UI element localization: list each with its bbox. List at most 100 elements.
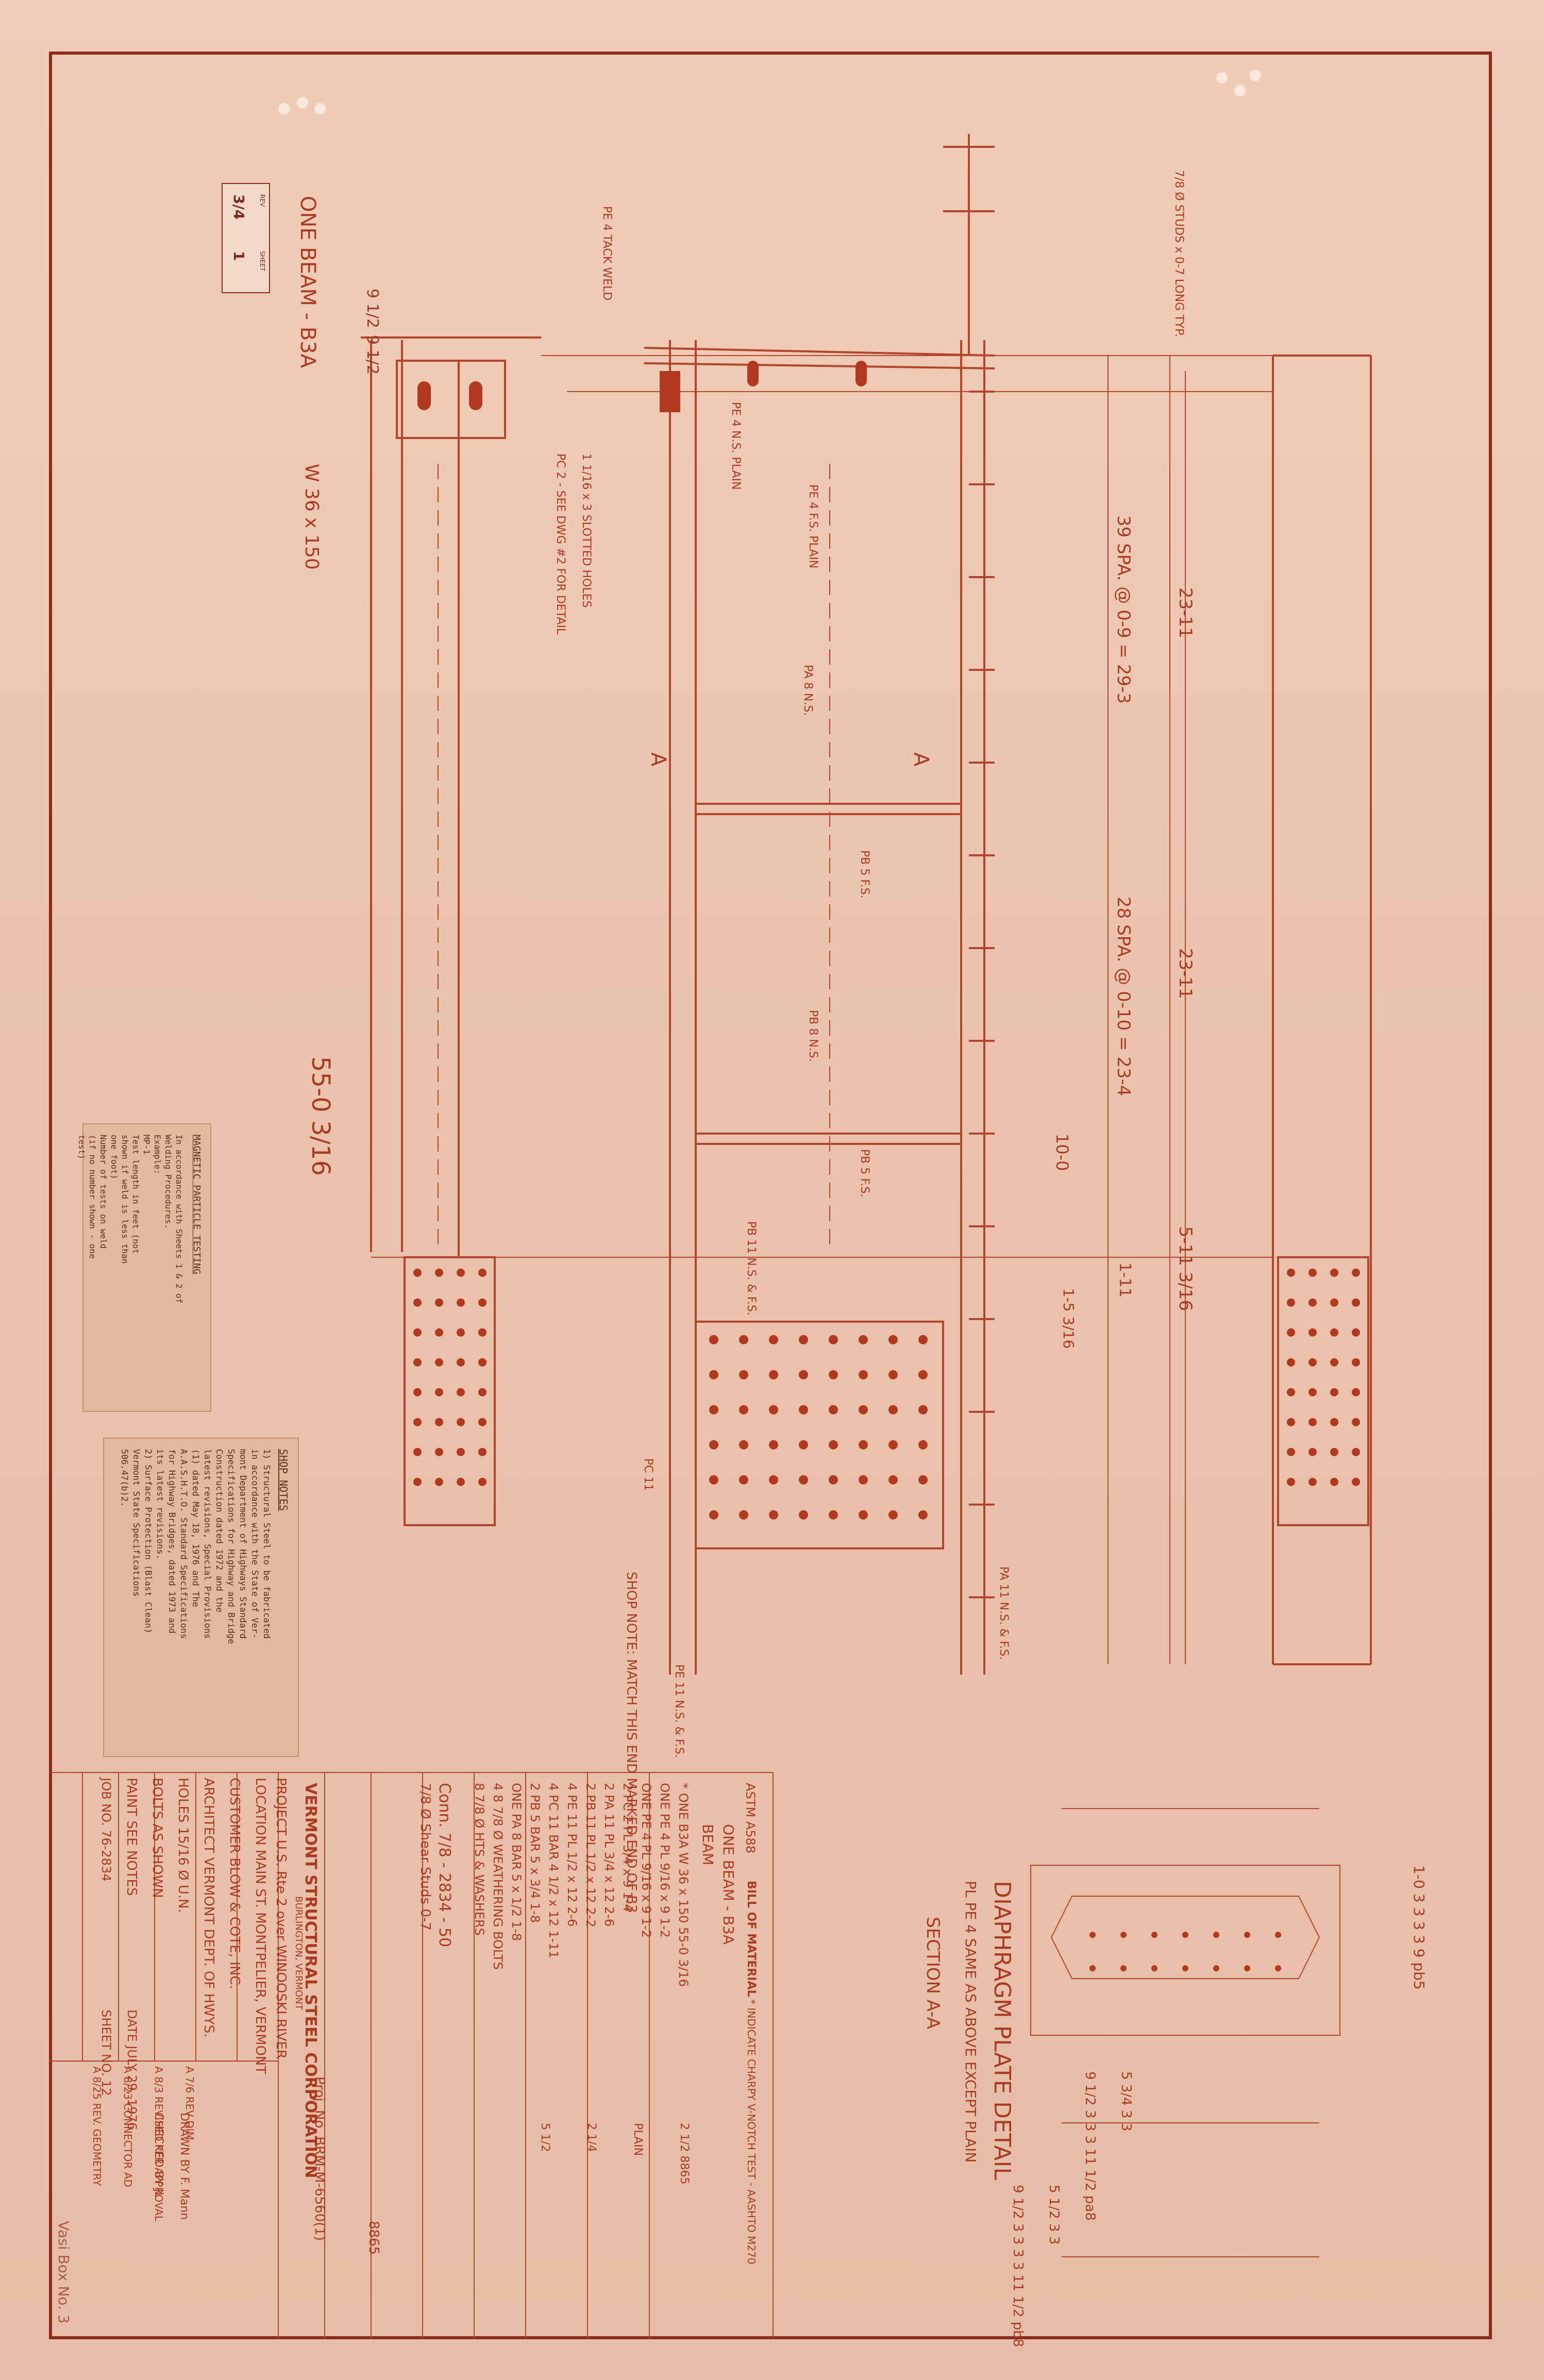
shop-note-line: 2) Surface Protection (Blast Clean) xyxy=(143,1449,153,1634)
bolt-hole xyxy=(1352,1328,1360,1337)
bill-row: 2 PB 5 BAR 5 x 3/4 1-8 xyxy=(528,1783,542,1923)
magnetic-note-line: shown if weld is less than xyxy=(120,1135,130,1264)
title-customer: CUSTOMER BLOW & COTE, INC. xyxy=(227,1778,242,1989)
piece-pb8: PB 8 N.S. xyxy=(807,1010,819,1062)
title-location: LOCATION MAIN ST. MONTPELIER, VERMONT xyxy=(253,1778,268,2074)
bolt-hole xyxy=(478,1358,486,1366)
piece-pe4-fs: PE 4 F.S. PLAIN xyxy=(807,484,819,569)
title-holes: HOLES 15/16 Ø U.N. xyxy=(175,1778,191,1913)
piece-pe4-tack: PE 4 TACK WELD xyxy=(600,206,613,301)
bolt-hole xyxy=(435,1478,443,1486)
bill-row: 2 PC 2 PL 3/4 x 9 1-4 xyxy=(620,1783,635,1912)
bolt-hole xyxy=(888,1335,898,1344)
bolt-hole xyxy=(1275,1932,1281,1938)
bolt-hole xyxy=(1352,1358,1360,1366)
bill-row: * ONE B3A W 36 x 150 55-0 3/16 xyxy=(676,1783,691,1987)
bolt-hole xyxy=(888,1405,898,1414)
shop-note-line: A.A.S.H.T.O. Standard Specifications xyxy=(178,1449,189,1639)
bill-row: ONE PE 4 PL 9/16 x 9 1-2 xyxy=(639,1783,653,1938)
bolt-hole xyxy=(478,1388,486,1396)
beam-section: W 36 x 150 xyxy=(301,464,322,570)
bolt-hole xyxy=(1151,1932,1157,1938)
bolt-hole xyxy=(918,1510,928,1520)
bolt-hole xyxy=(1352,1448,1360,1456)
bolt-hole xyxy=(435,1448,443,1456)
bolt-hole xyxy=(457,1328,465,1337)
bolt-hole xyxy=(829,1475,838,1484)
bolt-hole xyxy=(709,1405,718,1414)
bolt-hole xyxy=(1089,1965,1096,1971)
bolt-hole xyxy=(1151,1965,1157,1971)
bolt-hole xyxy=(739,1405,748,1414)
magnetic-note-line: Test length in feet (not xyxy=(131,1135,141,1254)
bill-row: 4 PC 11 BAR 4 1/2 x 12 1-11 xyxy=(546,1783,561,1959)
bolt-hole xyxy=(457,1298,465,1307)
bolt-hole xyxy=(1308,1328,1317,1337)
bolt-hole xyxy=(1244,1932,1250,1938)
proj-no: Proj. No. BRM-M-6560(1) xyxy=(312,2077,327,2241)
bolt-hole xyxy=(413,1448,422,1456)
piece-pb11: PB 11 N.S. & F.S. xyxy=(745,1221,758,1315)
bolt-hole xyxy=(799,1475,808,1484)
bolt-hole xyxy=(888,1475,898,1484)
piece-pe11: PE 11 N.S. & F.S. xyxy=(673,1664,685,1758)
revision-entry: A 8/3 REVISED PER APPROVAL xyxy=(153,2066,165,2222)
bolt-hole xyxy=(769,1475,778,1484)
bolt-hole xyxy=(1275,1965,1281,1971)
bolt-hole xyxy=(1287,1478,1295,1486)
bolt-hole xyxy=(918,1370,928,1379)
bolt-hole xyxy=(799,1405,808,1414)
bolt-hole xyxy=(709,1510,718,1520)
bolt-hole xyxy=(739,1475,748,1484)
bill-weight: 5 1/2 xyxy=(539,2123,551,2152)
bill-row: ONE PE 4 PL 9/16 x 9 1-2 xyxy=(658,1783,672,1938)
bolt-hole xyxy=(709,1440,718,1449)
bolt-hole xyxy=(1287,1418,1295,1426)
revision-box: 3/4 1 REV SHEET xyxy=(222,183,270,293)
magnetic-note-line: Example: xyxy=(153,1135,162,1175)
diaphragm-subtitle: PL PE 4 SAME AS ABOVE EXCEPT PLAIN xyxy=(962,1881,979,2163)
company-address: BURLINGTON, VERMONT xyxy=(293,1896,304,2010)
bolt-hole xyxy=(739,1440,748,1449)
bolt-hole xyxy=(457,1478,465,1486)
punch-hole xyxy=(314,103,326,114)
bolt-hole xyxy=(1308,1418,1317,1426)
shop-note-line: its latest revisions. xyxy=(155,1449,165,1560)
bolt-hole xyxy=(413,1358,422,1366)
diaphragm-dims-pb8: 9 1/2 3 3 3 3 11 1/2 pb8 xyxy=(1010,2185,1026,2348)
bolt-hole xyxy=(1213,1932,1219,1938)
section-title: SECTION A-A xyxy=(922,1917,943,2029)
rev-box-label: REV xyxy=(259,194,266,207)
bolt-hole xyxy=(413,1328,422,1337)
revision-entry: A 7/6 REV DIM xyxy=(183,2066,196,2140)
revision-entry: A 8/23 CONNECTOR AD xyxy=(122,2066,134,2187)
sheet-border xyxy=(49,52,1492,2339)
title-bolts: BOLTS AS SHOWN xyxy=(149,1778,165,1898)
bolt-hole xyxy=(1330,1328,1338,1337)
bolt-hole xyxy=(1330,1269,1338,1277)
corner-note: Vasi Box No. 3 xyxy=(55,2221,72,2324)
punch-hole xyxy=(278,103,290,114)
rev-box-sheet: 1 xyxy=(230,251,247,261)
bolt-hole xyxy=(769,1335,778,1344)
bolt-hole xyxy=(1330,1358,1338,1366)
dim-top-left: 9 1/2 xyxy=(363,289,381,328)
bolt-hole xyxy=(1089,1932,1096,1938)
bolt-hole xyxy=(739,1510,748,1520)
diaphragm-dims-top: 1-0 3 3 3 3 9 pb5 xyxy=(1411,1865,1428,1990)
bolt-hole xyxy=(1182,1932,1188,1938)
punch-hole xyxy=(297,97,308,108)
piece-pb5: PB 5 F.S. xyxy=(858,850,871,899)
magnetic-note-title: MAGNETIC PARTICLE TESTING xyxy=(191,1135,202,1274)
shop-note-line: Specifications for Highway and Bridge xyxy=(226,1449,236,1644)
bolt-hole xyxy=(1352,1418,1360,1426)
bill-beam-word: BEAM xyxy=(699,1824,716,1866)
bolt-hole xyxy=(457,1358,465,1366)
piece-pa8: PA 8 N.S. xyxy=(801,665,814,716)
magnetic-note-line: (if no number shown - one xyxy=(88,1135,97,1259)
bolt-hole xyxy=(1308,1358,1317,1366)
bill-weight: 2 1/4 xyxy=(585,2123,598,2152)
bill-row: 2 PA 11 PL 3/4 x 12 2-6 xyxy=(602,1783,616,1927)
punch-hole xyxy=(1216,72,1228,83)
